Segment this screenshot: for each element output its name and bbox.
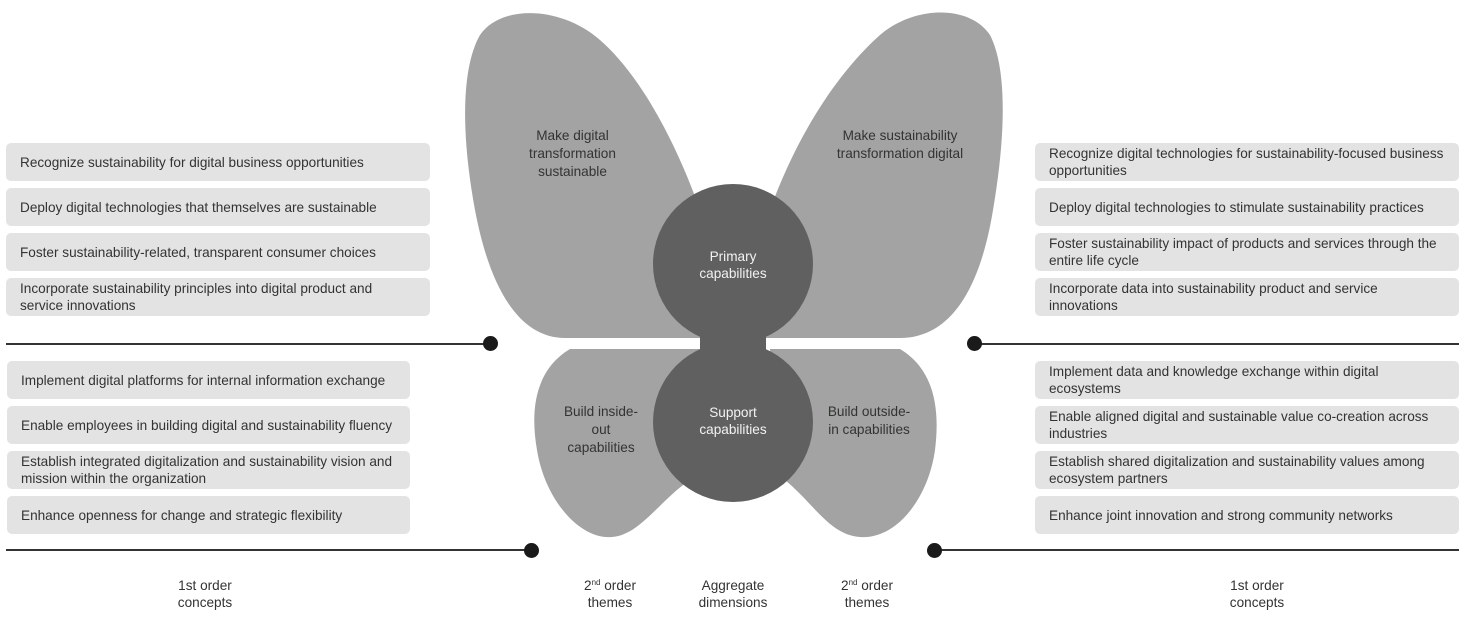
label-line: concepts (1229, 595, 1285, 610)
label-rest: order (600, 578, 636, 593)
concept-box: Deploy digital technologies to stimulate… (1035, 188, 1459, 226)
concept-box: Foster sustainability impact of products… (1035, 233, 1459, 271)
primary-capabilities-circle (653, 184, 813, 344)
label-sup: nd (591, 578, 601, 587)
support-capabilities-circle (653, 342, 813, 502)
label-line: 1st order (1230, 578, 1284, 593)
concept-box: Recognize digital technologies for susta… (1035, 143, 1459, 181)
label-sup: nd (848, 578, 858, 587)
concept-box: Incorporate sustainability principles in… (6, 278, 430, 316)
theme-build-outside-in-capabilities: Build outside-in capabilities (827, 404, 911, 437)
concept-box: Implement digital platforms for internal… (7, 361, 410, 399)
upper-left-wing (465, 13, 705, 339)
label-line: Aggregate (701, 578, 765, 593)
lower-right-wing (770, 349, 937, 538)
label-num: 2 (841, 578, 849, 593)
concept-box: Establish shared digitalization and sust… (1035, 451, 1459, 489)
label-line: concepts (177, 595, 233, 610)
concept-box: Recognize sustainability for digital bus… (6, 143, 430, 181)
connector-dot (524, 543, 539, 558)
divider-line-left-lower (6, 549, 530, 551)
concept-box: Enhance openness for change and strategi… (7, 496, 410, 534)
label-2nd-order-themes-right: 2nd order themes (822, 577, 912, 611)
concept-box: Deploy digital technologies that themsel… (6, 188, 430, 226)
divider-line-right-lower (935, 549, 1459, 551)
upper-right-wing (765, 12, 1003, 338)
connector-dot (927, 543, 942, 558)
concept-box: Incorporate data into sustainability pro… (1035, 278, 1459, 316)
theme-make-digital-transformation-sustainable: Make digital transformation sustainable (529, 128, 616, 179)
label-line: 2nd order (565, 577, 655, 594)
connector-dot (483, 336, 498, 351)
dimension-support-capabilities: Support capabilities (699, 405, 767, 437)
concept-box: Foster sustainability-related, transpare… (6, 233, 430, 271)
label-aggregate-dimensions: Aggregate dimensions (683, 577, 783, 611)
concept-box: Enhance joint innovation and strong comm… (1035, 496, 1459, 534)
label-2nd-order-themes-left: 2nd order themes (565, 577, 655, 611)
connector-dot (967, 336, 982, 351)
label-line: 1st order (178, 578, 232, 593)
theme-make-sustainability-transformation-digital: Make sustainability transformation digit… (836, 128, 964, 161)
label-line: 2nd order (822, 577, 912, 594)
label-rest: order (857, 578, 893, 593)
divider-line-right-upper (975, 343, 1459, 345)
theme-build-inside-out-capabilities: Build inside-out capabilities (563, 404, 639, 455)
label-num: 2 (584, 578, 592, 593)
concept-box: Enable aligned digital and sustainable v… (1035, 406, 1459, 444)
label-line: themes (587, 595, 633, 610)
divider-line-left-upper (6, 343, 490, 345)
label-line: dimensions (698, 595, 768, 610)
concept-box: Enable employees in building digital and… (7, 406, 410, 444)
label-line: themes (844, 595, 890, 610)
dimension-primary-capabilities: Primary capabilities (699, 249, 767, 281)
concept-box: Implement data and knowledge exchange wi… (1035, 361, 1459, 399)
concept-box: Establish integrated digitalization and … (7, 451, 410, 489)
label-1st-order-concepts-left: 1st order concepts (145, 577, 265, 611)
label-1st-order-concepts-right: 1st order concepts (1197, 577, 1317, 611)
